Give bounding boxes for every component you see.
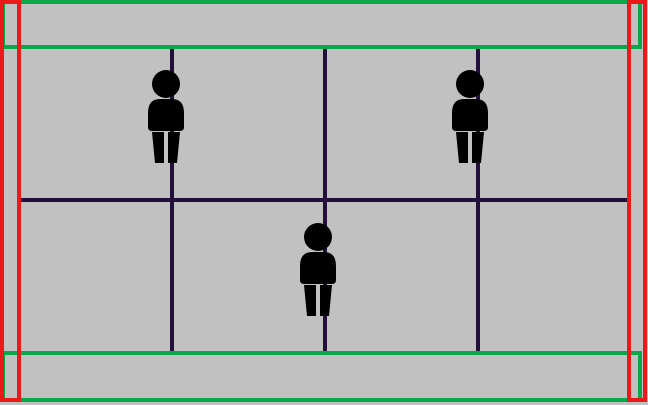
person-icon[interactable] xyxy=(452,70,488,163)
left-zone xyxy=(0,0,21,402)
person-legs xyxy=(152,132,180,163)
person-legs xyxy=(304,285,332,316)
person-head xyxy=(152,70,180,98)
figures-layer xyxy=(148,70,488,316)
right-zone xyxy=(627,0,647,402)
person-torso xyxy=(452,99,488,131)
grid-lines xyxy=(20,47,628,353)
person-icon[interactable] xyxy=(148,70,184,163)
person-icon[interactable] xyxy=(300,223,336,316)
person-legs xyxy=(456,132,484,163)
person-head xyxy=(456,70,484,98)
person-head xyxy=(304,223,332,251)
person-torso xyxy=(300,252,336,284)
person-torso xyxy=(148,99,184,131)
